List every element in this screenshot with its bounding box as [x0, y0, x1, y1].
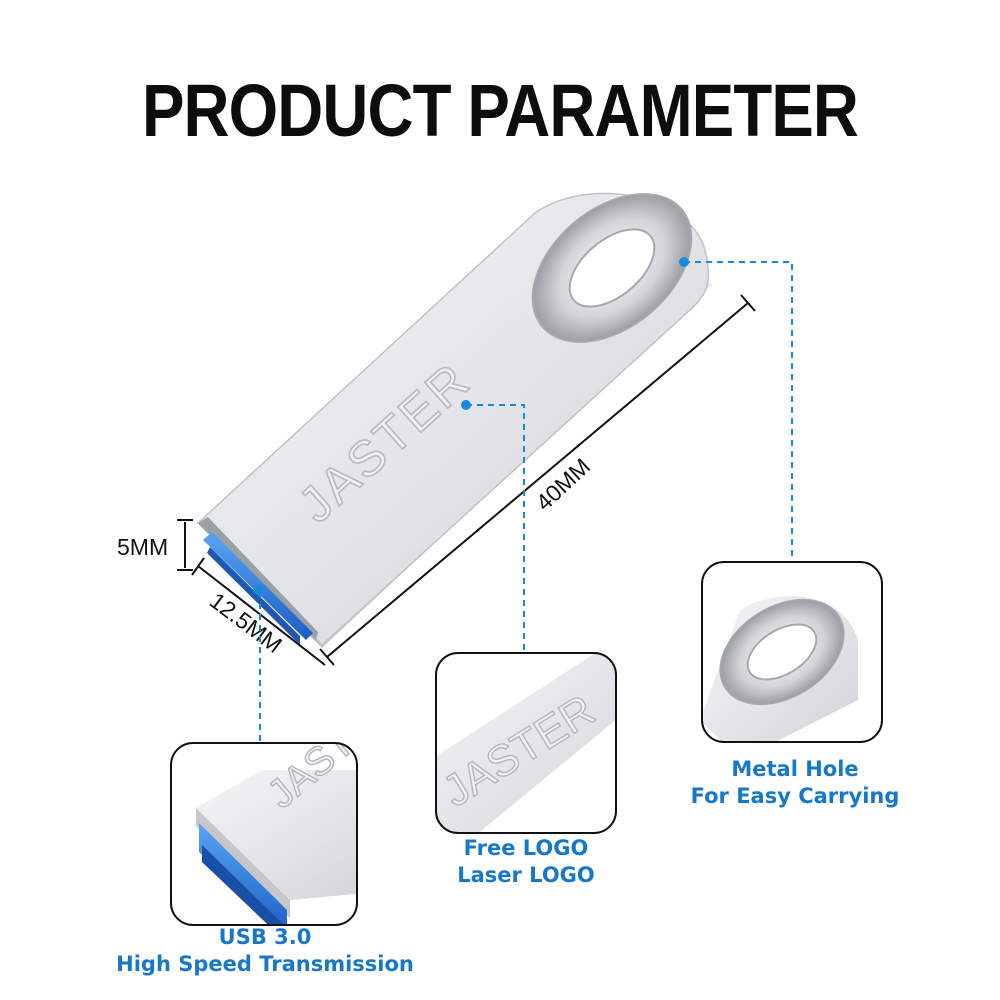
dimension-height-label: 5MM: [117, 534, 168, 560]
logo-caption-line1: Free LOGO: [463, 836, 589, 860]
callout-dot-hole: [679, 257, 689, 267]
callout-lines: [259, 261, 793, 742]
hole-caption: Metal Hole For Easy Carrying: [680, 756, 910, 810]
callout-dot-usb: [253, 585, 263, 595]
logo-caption-line2: Laser LOGO: [457, 863, 595, 887]
hole-caption-line1: Metal Hole: [731, 757, 859, 781]
usb-port-closeup: JASTER: [170, 742, 358, 926]
callout-dot-logo: [461, 400, 471, 410]
usb-caption-line2: High Speed Transmission: [116, 952, 414, 976]
metal-hole: [531, 193, 693, 343]
usb-caption: USB 3.0 High Speed Transmission: [105, 924, 425, 978]
usb-drive: JASTER: [196, 192, 712, 648]
usb-caption-line1: USB 3.0: [218, 925, 312, 949]
metal-hole-closeup: [701, 561, 883, 743]
dimension-lines: [177, 294, 756, 666]
dimension-length-label: 40MM: [531, 453, 595, 516]
hole-caption-line2: For Easy Carrying: [690, 784, 900, 808]
page-title: PRODUCT PARAMETER: [141, 69, 859, 152]
logo-closeup: JASTER: [435, 652, 617, 834]
logo-caption: Free LOGO Laser LOGO: [426, 835, 626, 889]
